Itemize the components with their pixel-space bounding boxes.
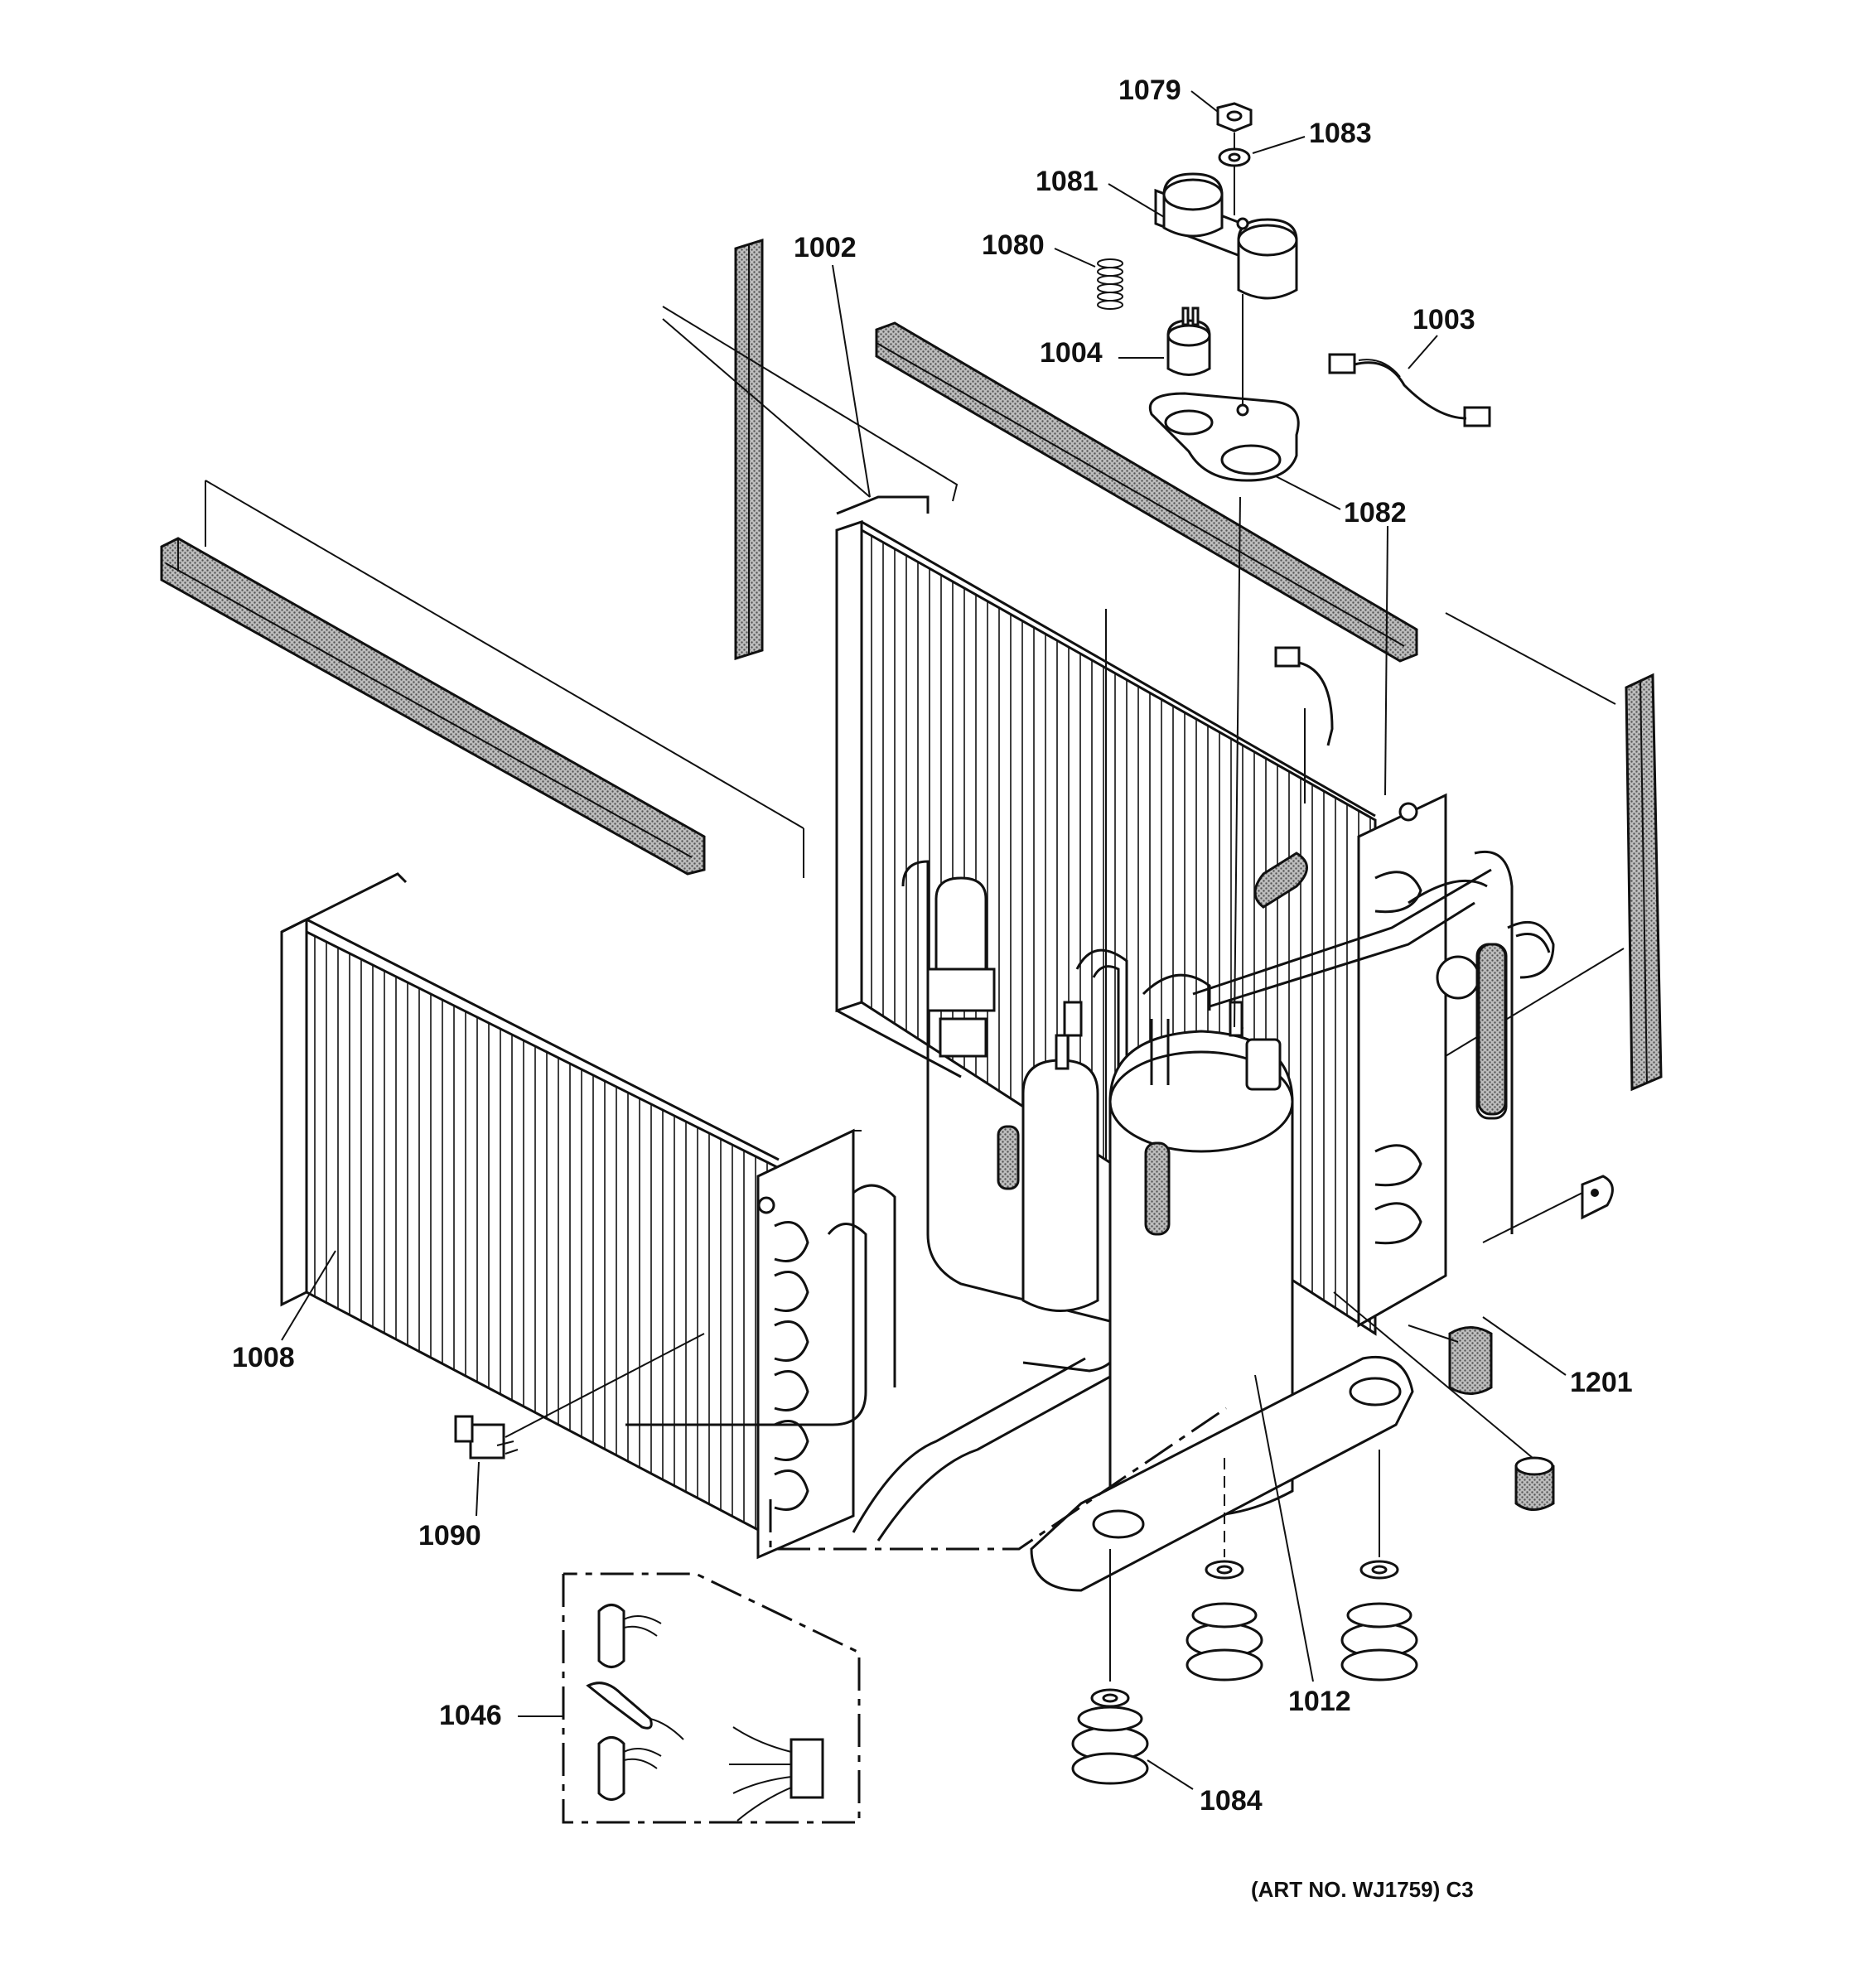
svg-text:1003: 1003 (1412, 304, 1475, 335)
svg-text:1002: 1002 (794, 232, 857, 263)
grommet-left (1186, 1560, 1263, 1682)
label-1090: 1090 (418, 1461, 481, 1551)
svg-text:1046: 1046 (439, 1700, 502, 1731)
label-1046: 1046 (439, 1700, 563, 1731)
label-1079: 1079 (1118, 75, 1219, 113)
mounting-bracket-1082 (1149, 392, 1300, 482)
spring-1080 (1097, 258, 1123, 310)
evaporator-coil (835, 495, 1377, 1336)
switch-1090 (454, 1333, 705, 1460)
accumulator (1021, 1001, 1099, 1312)
wire-harness-1003 (1328, 353, 1491, 427)
svg-text:1080: 1080 (982, 229, 1045, 261)
valve-assembly (926, 876, 996, 1058)
washer-1083 (1218, 147, 1251, 167)
label-1083: 1083 (1252, 118, 1372, 154)
label-1082: 1082 (1275, 475, 1407, 528)
insulation-sleeves (997, 852, 1507, 1236)
svg-text:1201: 1201 (1570, 1367, 1633, 1398)
foam-strip-vertical-left (734, 238, 764, 661)
label-1080: 1080 (982, 229, 1096, 268)
grommet-right (1340, 1560, 1418, 1682)
compressor-mounting-plate (1030, 1355, 1414, 1592)
condenser-return-bends (774, 1221, 809, 1511)
sleeve-part (1448, 1326, 1493, 1395)
vertical-axis-line (1234, 133, 1243, 1028)
svg-text:1082: 1082 (1344, 497, 1407, 528)
label-1201: 1201 (1482, 1316, 1633, 1398)
grommet-explode-lines (1109, 1450, 1380, 1682)
foam-strip-top (875, 321, 1418, 663)
capacitor-1081 (1154, 172, 1298, 300)
grommet-bottom (1071, 1688, 1149, 1785)
condenser-coil (280, 872, 862, 1560)
explode-lines-right (1333, 1192, 1583, 1459)
svg-text:1084: 1084 (1200, 1785, 1263, 1817)
terminal-cap-1004 (1166, 306, 1211, 376)
label-1003: 1003 (1408, 304, 1475, 369)
foam-strip-vertical-right (1625, 673, 1663, 1092)
bushing-part (1514, 1456, 1555, 1511)
svg-text:1083: 1083 (1309, 118, 1372, 149)
svg-text:1090: 1090 (418, 1520, 481, 1551)
nut-1079 (1216, 102, 1253, 133)
svg-text:1079: 1079 (1118, 75, 1181, 106)
explode-lines-strips (205, 306, 1625, 1069)
label-1084: 1084 (1147, 1759, 1263, 1817)
svg-text:1004: 1004 (1040, 337, 1103, 369)
art-number-caption: (ART NO. WJ1759) C3 (1251, 1877, 1474, 1902)
svg-text:1081: 1081 (1036, 166, 1099, 197)
evaporator-return-bends (1357, 793, 1555, 1328)
foam-strip-left (160, 537, 706, 876)
label-1008: 1008 (232, 1250, 336, 1373)
kit-1046-box (562, 1572, 861, 1824)
label-1002: 1002 (794, 232, 871, 498)
assembly-boundary-line (769, 1407, 1227, 1551)
clip-part (1581, 1175, 1614, 1220)
label-1012: 1012 (1254, 1374, 1351, 1717)
connector-wire (1274, 646, 1334, 803)
svg-text:1012: 1012 (1288, 1686, 1351, 1717)
label-1004: 1004 (1040, 337, 1164, 369)
label-1081: 1081 (1036, 166, 1165, 218)
svg-text:1008: 1008 (232, 1342, 295, 1373)
